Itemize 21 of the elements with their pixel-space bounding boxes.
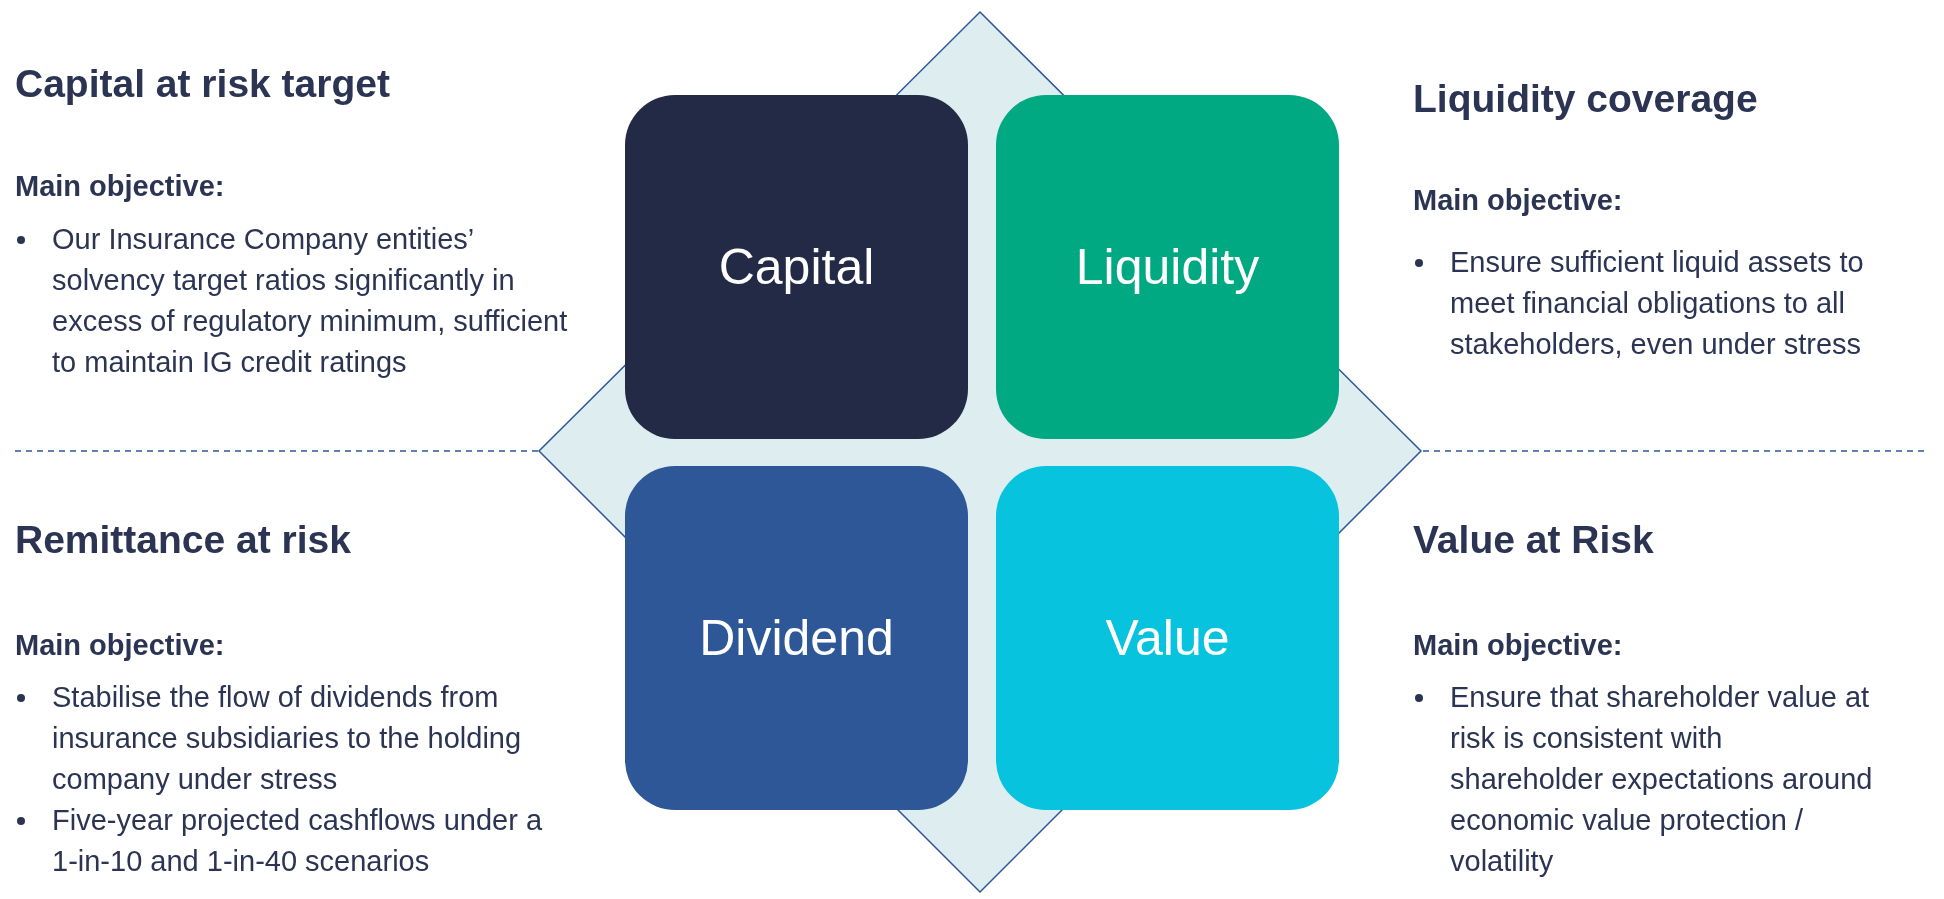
bullet-text: Five-year projected cashflows under a 1-in-10 and 1-in-40 scenarios — [52, 803, 543, 879]
bullet-text: Ensure that shareholder value at risk is consistent with shareholder expectations around economic value protection / volatility — [1450, 680, 1874, 879]
tile-label: Value — [1105, 608, 1230, 668]
objective-heading: Main objective: — [15, 169, 225, 204]
bullet-text: Stabilise the flow of dividends from insurance subsidiaries to the holding company under stress — [52, 680, 523, 797]
section-title: Remittance at risk — [15, 517, 351, 563]
quadrant-tile — [996, 95, 1339, 439]
quadrant-tile — [625, 466, 968, 810]
tile-label: Dividend — [699, 608, 894, 668]
objective-heading: Main objective: — [1413, 628, 1623, 663]
bullet-text: Our Insurance Company entities’ solvency target ratios significantly in excess of regulatory minimum, sufficient to maintain IG credit ratings — [52, 222, 569, 380]
tile-label: Capital — [718, 237, 875, 297]
section-title: Capital at risk target — [15, 61, 390, 107]
tile-label: Liquidity — [1075, 237, 1260, 297]
objective-heading: Main objective: — [15, 628, 225, 663]
section-title: Liquidity coverage — [1413, 76, 1758, 122]
objective-heading: Main objective: — [1413, 183, 1623, 218]
section-title: Value at Risk — [1413, 517, 1654, 563]
bullet-text: Ensure sufficient liquid assets to meet financial obligations to all stakeholders, even under stress — [1450, 245, 1865, 362]
quadrant-tile — [996, 466, 1339, 810]
quadrant-tile — [625, 95, 968, 439]
